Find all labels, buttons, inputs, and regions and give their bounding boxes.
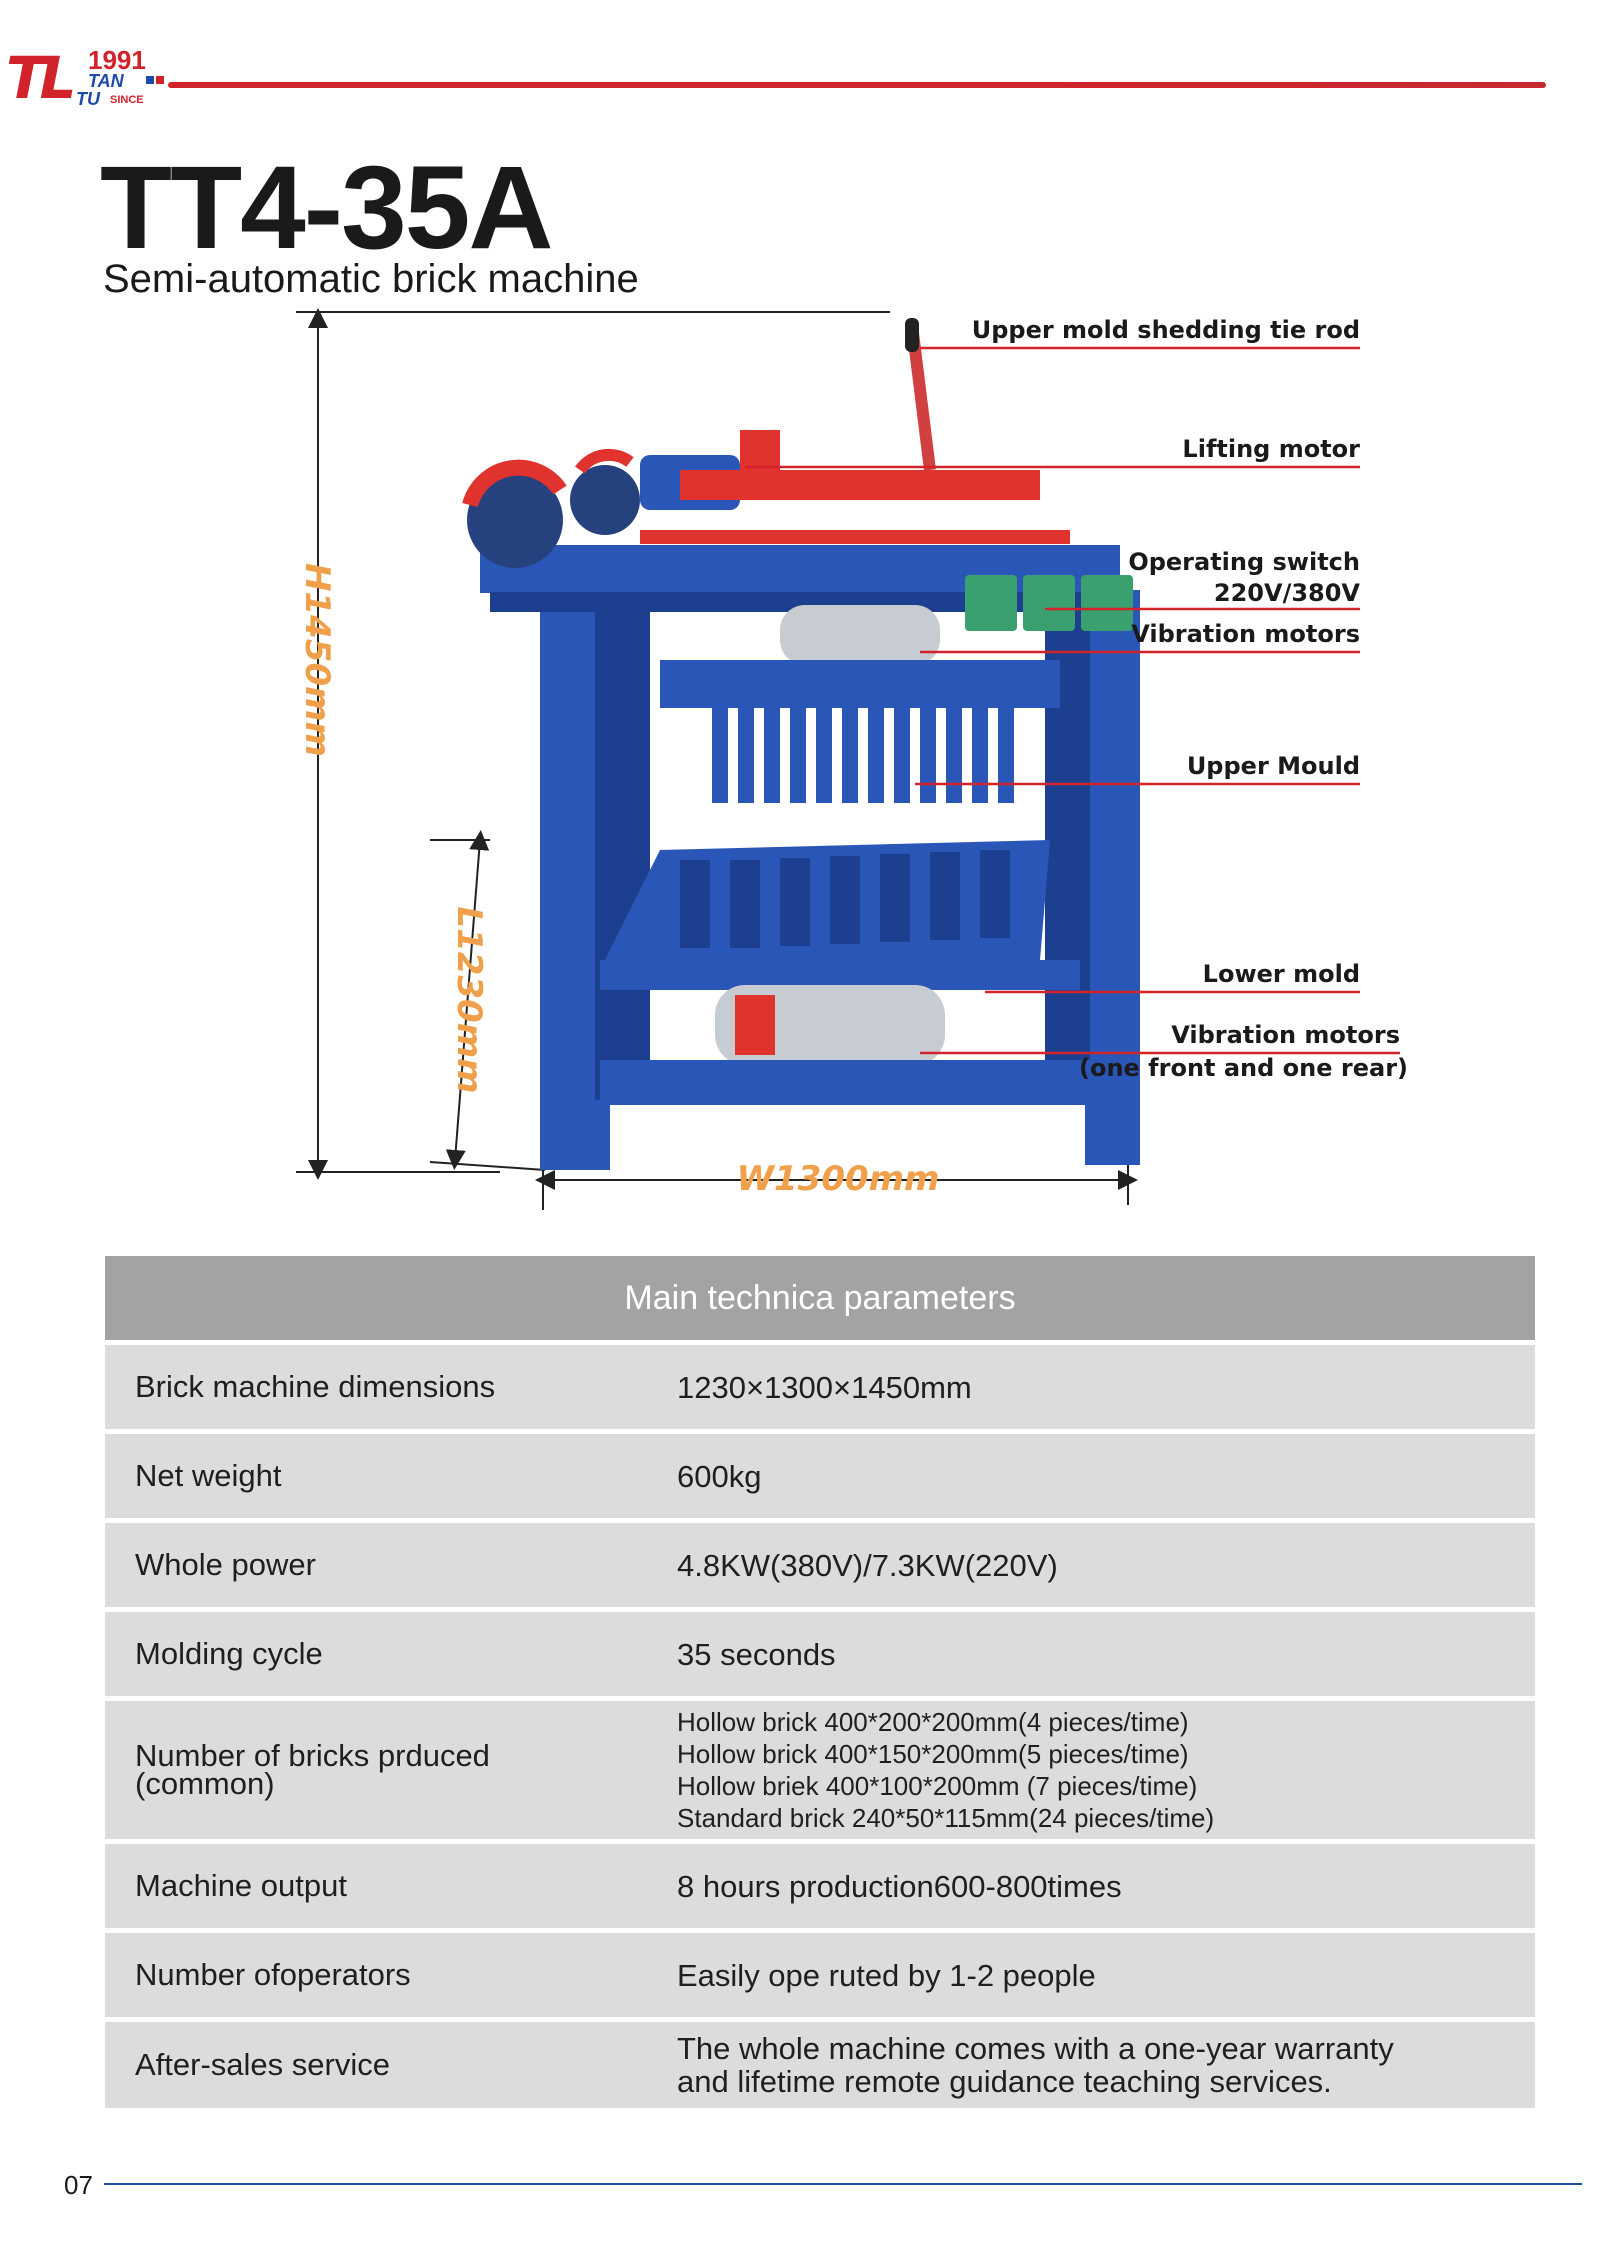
brick-type-line: Hollow brick 400*150*200mm(5 pieces/time… xyxy=(677,1739,1189,1769)
logo-red-square xyxy=(156,76,164,84)
table-row: Number ofoperators Easily ope ruted by 1… xyxy=(105,1933,1535,2017)
callout-lower-mold: Lower mold xyxy=(1203,960,1360,988)
row-label: Number of bricks prduced (common) xyxy=(105,1738,677,1801)
row-value: The whole machine comes with a one-year … xyxy=(677,2032,1535,2098)
brick-type-line: Standard brick 240*50*115mm(24 pieces/ti… xyxy=(677,1803,1215,1833)
callout-lines xyxy=(745,346,1400,1055)
dimension-height: H1450mm xyxy=(297,563,337,757)
table-row: Net weight 600kg xyxy=(105,1434,1535,1518)
dimension-lines xyxy=(296,308,1138,1210)
dimension-length: L1230mm xyxy=(449,906,489,1093)
logo-name-bottom: TU xyxy=(76,89,100,109)
callout-operating-switch-voltage: 220V/380V xyxy=(1214,579,1361,607)
machine-body xyxy=(462,318,1140,1170)
machine-figure: H1450mm L1230mm W1300mm xyxy=(296,308,1408,1210)
footer-rule xyxy=(104,2183,1582,2185)
table-row: Machine output 8 hours production600-800… xyxy=(105,1844,1535,1928)
row-value: 1230×1300×1450mm xyxy=(677,1369,972,1405)
header-rule xyxy=(168,82,1546,88)
logo-letters: TL xyxy=(6,44,76,112)
row-label-line: (common) xyxy=(135,1766,275,1801)
callout-lifting-motor: Lifting motor xyxy=(1182,435,1360,463)
row-label: After-sales service xyxy=(135,2047,390,2082)
table-row: After-sales service The whole machine co… xyxy=(105,2022,1535,2108)
table-row: Molding cycle 35 seconds xyxy=(105,1612,1535,1696)
page-number: 07 xyxy=(64,2170,93,2200)
brand-logo: TL 1991 TAN TU SINCE xyxy=(6,46,166,112)
row-value: 8 hours production600-800times xyxy=(677,1868,1122,1904)
callout-operating-switch: Operating switch xyxy=(1128,548,1360,576)
callout-vibration-motors-lower-note: (one front and one rear) xyxy=(1079,1054,1408,1082)
row-value: Hollow brick 400*200*200mm(4 pieces/time… xyxy=(677,1706,1535,1834)
callout-tie-rod: Upper mold shedding tie rod xyxy=(972,316,1360,344)
table-row: Whole power 4.8KW(380V)/7.3KW(220V) xyxy=(105,1523,1535,1607)
row-label: Machine output xyxy=(135,1868,347,1903)
table-row: Brick machine dimensions 1230×1300×1450m… xyxy=(105,1345,1535,1429)
callout-vibration-motors-lower: Vibration motors xyxy=(1171,1021,1400,1049)
row-value: Easily ope ruted by 1-2 people xyxy=(677,1957,1096,1993)
row-value-line: The whole machine comes with a one-year … xyxy=(677,2031,1394,2066)
parameters-table: Main technica parameters Brick machine d… xyxy=(105,1256,1535,2113)
row-label: Brick machine dimensions xyxy=(135,1369,496,1404)
logo-year: 1991 xyxy=(88,45,146,75)
row-label: Number ofoperators xyxy=(135,1957,411,1992)
brick-type-line: Hollow brick 400*200*200mm(4 pieces/time… xyxy=(677,1707,1189,1737)
logo-blue-square xyxy=(146,76,154,84)
logo-name-top: TAN xyxy=(88,71,124,91)
row-label: Whole power xyxy=(135,1547,316,1582)
table-row: Number of bricks prduced (common) Hollow… xyxy=(105,1701,1535,1839)
row-value: 600kg xyxy=(677,1458,762,1494)
row-label: Molding cycle xyxy=(135,1636,323,1671)
model-subtitle: Semi-automatic brick machine xyxy=(103,257,639,301)
callout-vibration-motors-upper: Vibration motors xyxy=(1131,620,1360,648)
logo-since: SINCE xyxy=(110,94,144,106)
row-value: 4.8KW(380V)/7.3KW(220V) xyxy=(677,1547,1058,1583)
brick-type-line: Hollow briek 400*100*200mm (7 pieces/tim… xyxy=(677,1771,1198,1801)
row-label: Net weight xyxy=(135,1458,282,1493)
model-title: TT4-35A xyxy=(100,142,554,274)
table-header: Main technica parameters xyxy=(105,1256,1535,1340)
callout-upper-mould: Upper Mould xyxy=(1187,752,1360,780)
row-value-line: and lifetime remote guidance teaching se… xyxy=(677,2064,1332,2099)
dimension-width: W1300mm xyxy=(737,1159,940,1199)
row-value: 35 seconds xyxy=(677,1636,836,1672)
row-label-line: Number of bricks prduced xyxy=(135,1738,490,1773)
